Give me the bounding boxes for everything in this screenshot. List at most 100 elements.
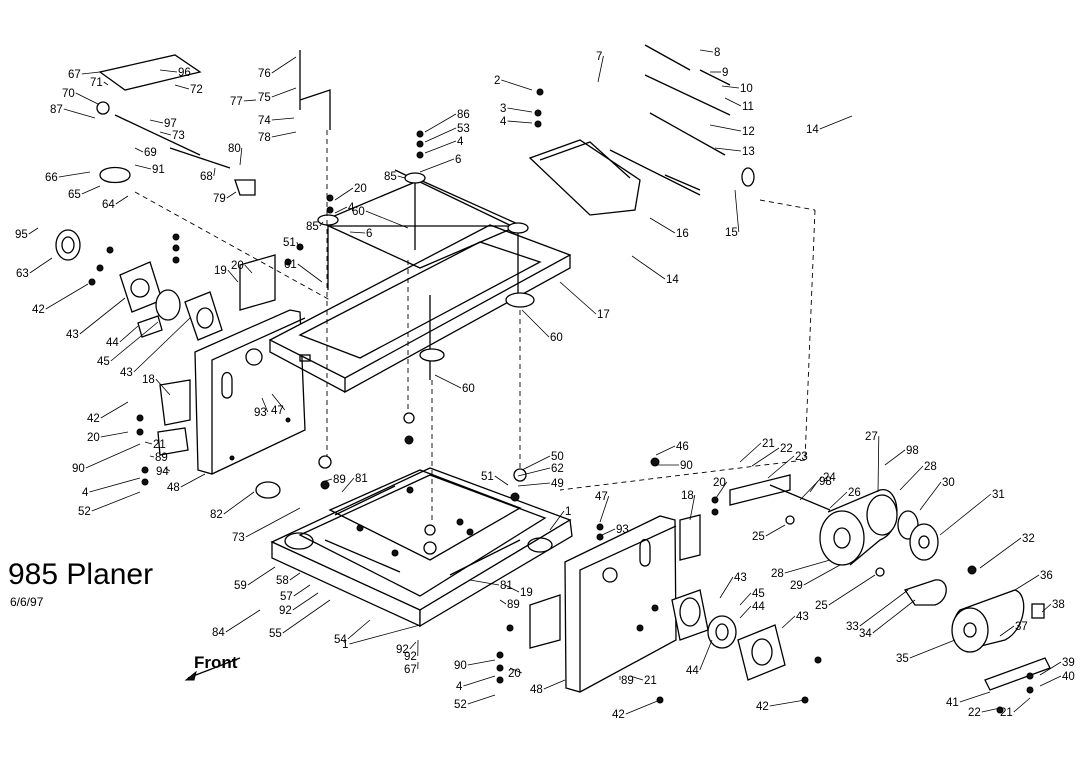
callout-label-89: 89	[155, 452, 168, 464]
leader-line-95	[29, 228, 38, 234]
callout-label-78: 78	[258, 132, 271, 144]
leader-line-32	[980, 538, 1021, 568]
callout-label-64: 64	[102, 199, 115, 211]
leader-line-6	[350, 232, 365, 233]
leader-line-67	[82, 72, 100, 74]
leader-line-1	[349, 625, 420, 644]
leader-line-21	[145, 442, 152, 444]
callout-label-21: 21	[644, 675, 657, 687]
leader-line-33	[860, 590, 908, 626]
leader-line-14	[820, 116, 852, 129]
leader-line-87	[64, 109, 95, 118]
leader-line-44	[700, 640, 712, 670]
callout-label-47: 47	[271, 405, 284, 417]
leader-line-72	[175, 85, 189, 89]
callout-label-81: 81	[500, 580, 513, 592]
callout-label-67: 67	[68, 69, 81, 81]
callout-label-43: 43	[66, 329, 79, 341]
front-arrow-head	[186, 672, 196, 680]
callout-label-58: 58	[276, 575, 289, 587]
callout-label-17: 17	[597, 309, 610, 321]
callout-label-47: 47	[595, 491, 608, 503]
leader-line-20	[101, 432, 128, 437]
leader-line-30	[920, 482, 941, 510]
callout-label-51: 51	[481, 471, 494, 483]
leader-line-25	[829, 575, 875, 605]
left-pulley-63	[56, 230, 80, 260]
callout-label-48: 48	[530, 684, 543, 696]
leader-line-85	[398, 176, 405, 178]
callout-label-81: 81	[355, 473, 368, 485]
handle-crank-assembly	[97, 50, 330, 195]
callout-label-20: 20	[508, 668, 521, 680]
callout-label-66: 66	[45, 172, 58, 184]
callout-label-19: 19	[214, 265, 227, 277]
cutter-head-assembly	[490, 45, 860, 255]
callout-label-89: 89	[621, 675, 634, 687]
leader-line-64	[116, 196, 128, 204]
callout-label-11: 11	[742, 101, 754, 113]
callout-label-2: 2	[494, 75, 500, 87]
leader-line-77	[244, 100, 256, 101]
callout-label-20: 20	[713, 477, 726, 489]
leader-line-6	[420, 159, 454, 172]
callout-label-7: 7	[596, 51, 602, 63]
callout-label-15: 15	[725, 227, 738, 239]
callout-label-85: 85	[384, 171, 397, 183]
callout-label-21: 21	[762, 438, 775, 450]
callout-label-62: 62	[551, 463, 564, 475]
callout-label-18: 18	[142, 374, 155, 386]
callout-label-55: 55	[269, 628, 282, 640]
callout-label-69: 69	[144, 147, 157, 159]
leader-line-63	[30, 258, 52, 273]
base-plate	[272, 468, 572, 626]
leader-line-70	[76, 93, 98, 104]
leader-line-68	[214, 168, 215, 176]
callout-label-57: 57	[280, 591, 293, 603]
leader-line-89	[150, 456, 154, 457]
callout-label-89: 89	[507, 599, 520, 611]
leader-line-42	[626, 700, 660, 714]
callout-label-12: 12	[742, 126, 755, 138]
leader-line-89	[500, 600, 506, 604]
leader-line-51	[495, 476, 508, 485]
leader-lines	[29, 50, 1061, 714]
callout-label-33: 33	[846, 621, 859, 633]
leader-line-35	[910, 640, 955, 658]
callout-label-86: 86	[457, 109, 470, 121]
callout-label-29: 29	[790, 580, 803, 592]
leader-line-52	[468, 695, 495, 704]
callout-label-61: 61	[284, 259, 297, 271]
callout-label-93: 93	[254, 407, 267, 419]
callout-label-42: 42	[32, 304, 45, 316]
leader-line-46	[656, 446, 675, 455]
leader-line-10	[722, 86, 739, 88]
callout-label-44: 44	[752, 601, 765, 613]
leader-line-82	[224, 492, 254, 514]
callout-label-97: 97	[164, 118, 177, 130]
callout-label-9: 9	[722, 67, 728, 79]
leader-line-52	[92, 492, 140, 511]
callout-label-20: 20	[354, 183, 367, 195]
callout-label-90: 90	[680, 460, 693, 472]
callout-label-72: 72	[190, 84, 203, 96]
callout-label-28: 28	[771, 568, 784, 580]
callout-label-4: 4	[457, 136, 464, 148]
leader-line-92	[293, 593, 318, 610]
leader-line-4	[425, 141, 456, 153]
leader-line-42	[770, 700, 805, 706]
callout-label-6: 6	[366, 228, 372, 240]
callout-label-22: 22	[780, 443, 793, 455]
callout-label-53: 53	[457, 123, 470, 135]
leader-line-60	[435, 375, 461, 388]
leader-line-20	[245, 265, 252, 273]
callout-label-98: 98	[819, 476, 832, 488]
leader-line-21	[1014, 698, 1030, 712]
leader-line-43	[782, 616, 795, 628]
callout-label-89: 89	[333, 474, 346, 486]
leader-line-53	[425, 128, 456, 142]
callout-label-16: 16	[676, 228, 689, 240]
callout-label-45: 45	[97, 356, 110, 368]
callout-label-13: 13	[742, 146, 755, 158]
